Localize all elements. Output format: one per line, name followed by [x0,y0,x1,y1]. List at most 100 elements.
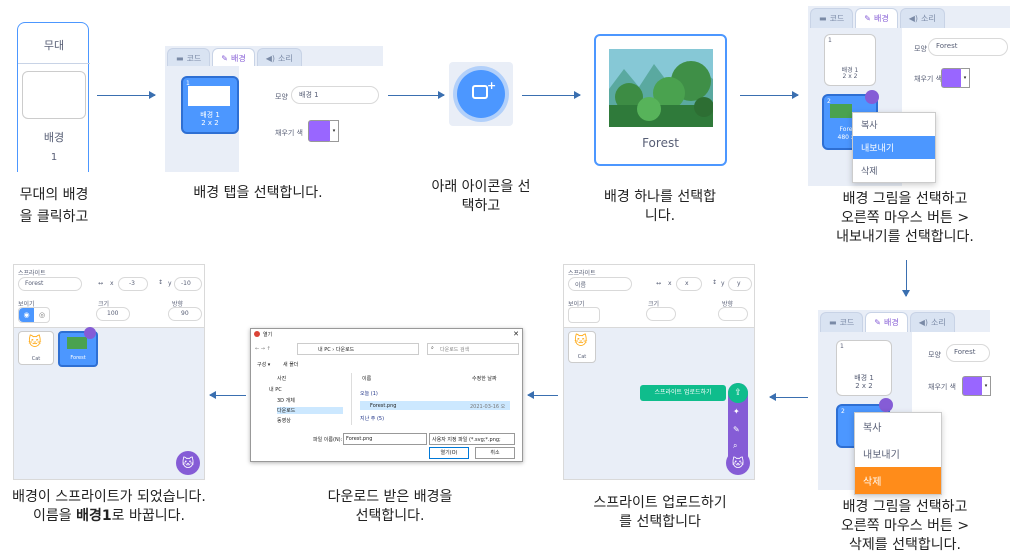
backdrop-count: 1 [50,152,58,163]
show-toggle[interactable]: ◉ ◎ [18,307,50,323]
eye-closed-icon[interactable]: ◎ [38,311,46,319]
surprise-icon[interactable]: ✦ [733,407,740,416]
menu-item-duplicate[interactable]: 복사 [861,121,878,131]
menu-item-delete[interactable]: 삭제 [861,167,878,177]
delete-trash-icon[interactable] [865,90,879,104]
choose-backdrop-button[interactable]: + [457,70,505,118]
backdrop-thumb-1[interactable]: 1 배경 1 2 x 2 [824,34,876,86]
nav-downloads[interactable]: 다운로드 [277,407,343,414]
delete-trash-icon[interactable] [879,398,893,412]
menu-item-export[interactable]: 내보내기 [853,136,935,159]
file-row-forest[interactable]: Forest.png 2021-03-16 오 [360,401,510,410]
y-arrow-icon: ↕ [712,279,718,286]
tab-sounds[interactable]: ◀)소리 [909,312,955,332]
y-input[interactable]: y [728,277,752,291]
nav-pictures[interactable]: 사진 [277,376,287,382]
shape-name-input[interactable]: Forest [946,344,990,362]
search-box[interactable]: ⌕ 다운로드 검색 [427,343,519,355]
shape-name-input[interactable]: 배경 1 [291,86,379,104]
x-input[interactable]: x [676,277,702,291]
y-input[interactable]: -10 [174,277,202,291]
search-icon[interactable]: ⌕ [733,441,738,450]
sprite-tile-cat[interactable]: 🐱 Cat [568,331,596,363]
file-type-select[interactable]: 사용자 지정 파일 (*.svg;*.png; [429,433,515,445]
fill-color-swatch[interactable] [941,68,963,88]
step5-caption-line2: 오른쪽 마우스 버튼 > [840,210,970,226]
cancel-button[interactable]: 취소 [475,447,515,459]
image-plus-icon [472,85,488,99]
nav-3d-objects[interactable]: 3D 개체 [277,398,295,404]
fill-dropdown[interactable]: ▾ [330,120,339,142]
tab-sounds-label: 소리 [278,54,293,63]
tab-sounds[interactable]: ◀)소리 [899,8,945,28]
tab-sounds-label: 소리 [921,14,936,23]
x-label: x [668,280,672,287]
direction-input[interactable] [718,307,748,321]
tab-code[interactable]: ▬코드 [810,8,854,28]
col-name[interactable]: 이름 [362,376,372,382]
organize-menu[interactable]: 구성 ▾ [257,362,271,368]
tab-code[interactable]: ▬코드 [820,312,864,332]
fill-dropdown[interactable]: ▾ [982,376,991,396]
fill-color-swatch[interactable] [962,376,984,396]
upload-tooltip: 스프라이트 업로드하기 [640,385,726,401]
step7-caption-line2: 를 선택합니다 [619,514,701,530]
cat-icon: 🐱 [574,334,588,349]
thumb-name: Fore [839,126,853,133]
close-icon[interactable]: ✕ [513,330,519,338]
nav-arrows[interactable]: ← → ↑ [255,346,271,352]
direction-input[interactable]: 90 [168,307,202,321]
nav-videos[interactable]: 동영상 [277,418,291,424]
filename-input[interactable]: Forest.png [343,433,427,445]
x-input[interactable]: -3 [118,277,148,291]
stage-header-divider [18,63,90,64]
show-toggle[interactable] [568,307,600,323]
eye-open-icon[interactable]: ◉ [19,308,34,322]
group-last-week[interactable]: 지난 주 (5) [360,416,385,422]
editor-tabs-step6: ▬코드 ✎배경 ◀)소리 [820,312,955,332]
tab-backdrops[interactable]: ✎배경 [855,8,898,28]
file-list: 이름 수정한 날짜 오늘 (1) Forest.png 2021-03-16 오… [351,373,520,425]
delete-trash-icon[interactable] [84,327,96,339]
thumb-size: 2 x 2 [842,73,858,80]
fill-dropdown[interactable]: ▾ [961,68,970,88]
cat-icon: 🐱 [28,335,42,350]
sprite-tile-cat[interactable]: 🐱 Cat [18,331,54,365]
sprite-name-input[interactable]: Forest [18,277,82,291]
menu-item-delete[interactable]: 삭제 [855,467,941,494]
menu-item-export[interactable]: 내보내기 [863,450,900,461]
costume-editor-step2: ▬코드 ✎배경 ◀)소리 1 배경 1 2 x 2 모양 배경 1 채우기 색 … [165,46,383,172]
fill-color-swatch[interactable] [308,120,332,142]
tab-code[interactable]: ▬코드 [167,48,211,68]
step6-caption-line1: 배경 그림을 선택하고 [842,499,968,515]
address-bar[interactable]: 내 PC › 다운로드 [297,343,419,355]
tab-backdrops[interactable]: ✎배경 [212,48,255,68]
group-today[interactable]: 오늘 (1) [360,391,378,397]
code-icon: ▬ [176,54,184,63]
chrome-icon [254,331,260,337]
nav-this-pc[interactable]: 내 PC [269,387,282,393]
backdrop-thumb-1[interactable]: 1 배경 1 2 x 2 [836,340,892,396]
editor-tabs: ▬코드 ✎배경 ◀)소리 [167,48,302,68]
step7-caption: 스프라이트 업로드하기 를 선택합니다 [560,494,760,532]
tab-sounds[interactable]: ◀)소리 [256,48,302,68]
tab-backdrops[interactable]: ✎배경 [865,312,908,332]
stage-thumbnail[interactable] [22,71,86,119]
tab-code-label: 코드 [829,14,845,23]
forest-card[interactable]: Forest [594,34,727,166]
file-name: Forest.png [370,403,397,409]
menu-item-duplicate[interactable]: 복사 [863,423,882,434]
paint-icon[interactable]: ✎ [733,425,740,434]
size-input[interactable] [646,307,676,321]
sprite-name-input[interactable]: 이름 [568,277,632,291]
choose-sprite-button[interactable]: 🐱 [176,451,200,475]
choose-sprite-button[interactable]: 🐱 [726,451,750,475]
backdrop-thumb-1[interactable]: 1 배경 1 2 x 2 [181,76,239,134]
forest-illustration [609,49,713,127]
col-date[interactable]: 수정한 날짜 [472,376,497,382]
upload-sprite-button[interactable]: ⇪ [728,383,748,403]
size-input[interactable]: 100 [96,307,130,321]
shape-name-input[interactable]: Forest [928,38,1008,56]
new-folder-button[interactable]: 새 폴더 [283,362,299,368]
open-button[interactable]: 열기(O) [429,447,469,459]
